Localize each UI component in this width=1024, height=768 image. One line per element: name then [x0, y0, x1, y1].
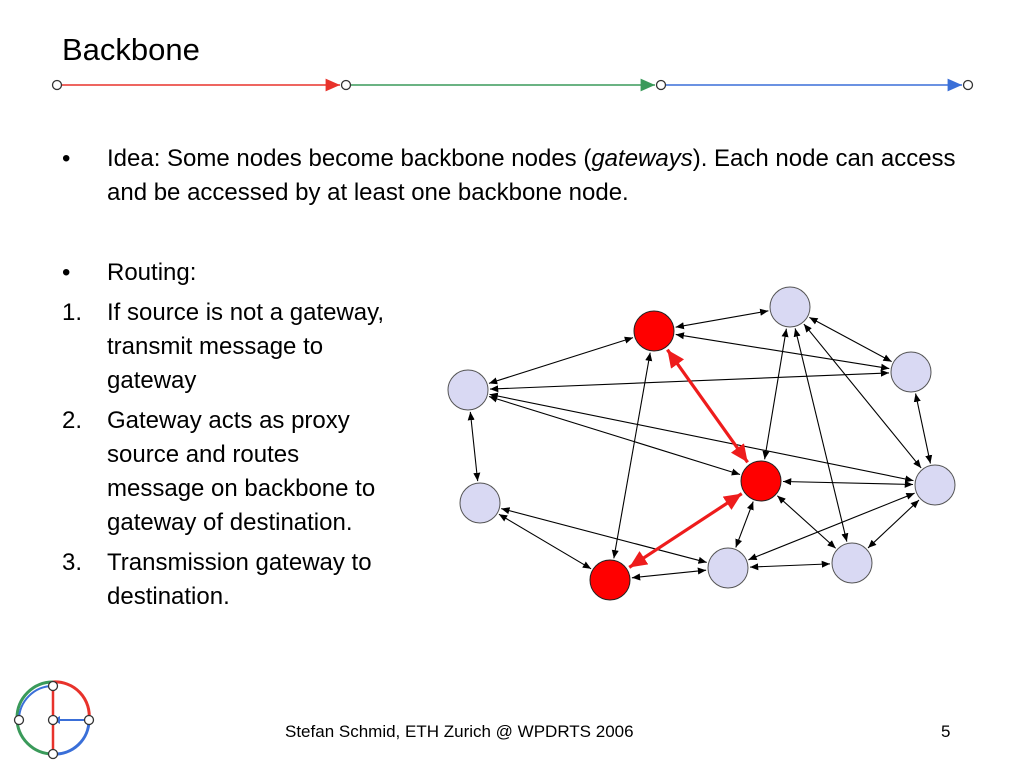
network-edge [748, 492, 915, 561]
routing-step: 1. If source is not a gateway, transmit … [62, 296, 402, 398]
idea-text-end: ). Each node can access and be accessed … [107, 145, 956, 206]
network-edge [803, 323, 922, 469]
backbone-route-edge [666, 348, 749, 464]
page-number: 5 [941, 722, 951, 741]
step-number: 1. [62, 299, 83, 326]
step-text: Transmission gateway to destination. [107, 549, 372, 610]
network-edge [913, 393, 933, 464]
network-edge [749, 560, 831, 571]
idea-bullet: • Idea: Some nodes become backbone nodes… [62, 142, 982, 210]
network-node [769, 286, 811, 328]
network-edge [735, 501, 754, 548]
step-text: Gateway acts as proxy source and routes … [107, 407, 376, 536]
bar-dot [340, 79, 352, 91]
routing-step: 2. Gateway acts as proxy source and rout… [62, 404, 402, 540]
step-number: 3. [62, 549, 83, 576]
network-edge [762, 328, 789, 460]
network-edge [631, 567, 707, 581]
network-node [890, 351, 932, 393]
network-node [447, 369, 489, 411]
bullet-marker: • [62, 259, 71, 286]
idea-text-start: Idea: Some nodes become backbone nodes ( [107, 145, 592, 172]
backbone-route-edge [628, 492, 743, 569]
bullet-marker: • [62, 145, 71, 172]
footer-credit: Stefan Schmid, ETH Zurich @ WPDRTS 2006 [285, 722, 634, 741]
title-underline-bar [51, 78, 974, 92]
network-node [459, 482, 501, 524]
gateway-node [740, 460, 782, 502]
slide-title: Backbone [62, 32, 200, 67]
bar-dot [51, 79, 63, 91]
network-node [831, 542, 873, 584]
bar-dot [655, 79, 667, 91]
network-edge [776, 495, 837, 549]
idea-text-italic: gateways [591, 145, 693, 172]
network-edge [782, 478, 914, 488]
network-edge [809, 316, 892, 363]
bar-dot [962, 79, 974, 91]
network-edge [498, 513, 592, 570]
gateway-node [589, 559, 631, 601]
routing-label: Routing: [107, 259, 197, 286]
gateway-node [633, 310, 675, 352]
network-edge [489, 392, 914, 483]
network-node [914, 464, 956, 506]
network-edge [488, 395, 741, 476]
routing-list: • Routing: 1. If source is not a gateway… [62, 256, 402, 614]
network-edge [467, 411, 481, 482]
network-edge [675, 308, 769, 330]
step-number: 2. [62, 407, 83, 434]
network-edge [867, 499, 920, 549]
routing-step: 3. Transmission gateway to destination. [62, 546, 402, 614]
network-edge [488, 336, 634, 385]
network-node [707, 547, 749, 589]
eth-logo [13, 680, 95, 760]
step-text: If source is not a gateway, transmit mes… [107, 299, 385, 394]
